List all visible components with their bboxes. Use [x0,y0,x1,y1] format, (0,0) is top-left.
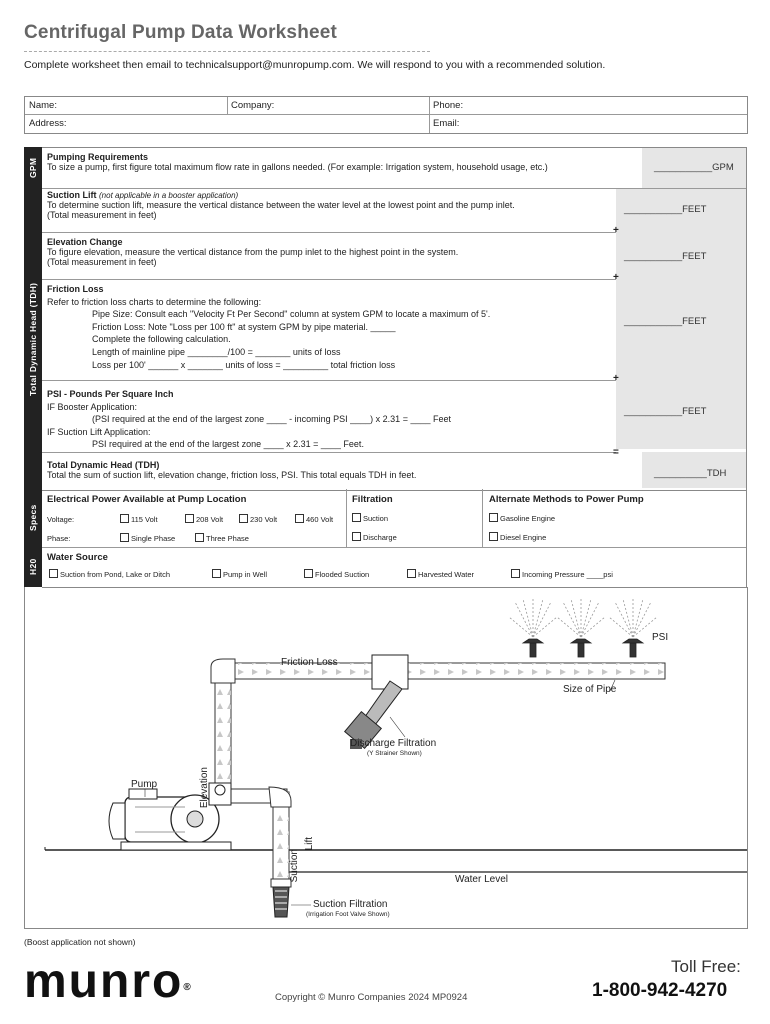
pumping-title: Pumping Requirements [47,152,149,162]
phase-label: Phase: [47,534,71,543]
tdh-total-bg [642,452,746,488]
tab-tdh: Total Dynamic Head (TDH) [24,189,42,489]
phone-field[interactable]: Phone: [433,100,464,111]
suction-label: Suction [289,849,300,883]
contact-box: Name: Company: Phone: Address: Email: [24,96,748,134]
suction-title: Suction Lift [47,190,97,200]
gpm-answer-bg [642,148,746,188]
company-field[interactable]: Company: [231,100,275,111]
elevation-title: Elevation Change [47,237,123,247]
suction-filtration-label: Suction Filtration [313,899,388,910]
checkbox-suction-filtration[interactable]: Suction [352,513,388,523]
equals-symbol: = [613,447,619,458]
tdh-answer[interactable]: __________TDH [654,468,727,479]
friction-line1: Refer to friction loss charts to determi… [47,296,262,307]
email-field[interactable]: Email: [433,118,460,129]
filtration-title: Filtration [352,494,393,505]
suction-note: (not applicable in a booster application… [99,191,239,200]
checkbox-pump-in-well[interactable]: Pump in Well [212,569,267,579]
elevation-line1: To figure elevation, measure the vertica… [47,247,459,257]
y-strainer-note: (Y Strainer Shown) [367,750,422,757]
checkbox-460-volt[interactable]: 460 Volt [295,514,333,524]
checkbox-pond-lake-ditch[interactable]: Suction from Pond, Lake or Ditch [49,569,170,579]
psi-answer[interactable]: ___________FEET [624,406,707,417]
tab-h2o: H20 [24,547,42,587]
water-source-title: Water Source [47,552,108,563]
title-divider [24,51,430,52]
foot-valve-note: (Irrigation Foot Valve Shown) [306,911,390,918]
checkbox-discharge-filtration[interactable]: Discharge [352,532,397,542]
tab-gpm: GPM [24,147,42,189]
psi-line1: IF Booster Application: [47,401,138,412]
suction-line2: (Total measurement in feet) [47,210,157,220]
elevation-label: Elevation [199,767,210,809]
checkbox-harvested-water[interactable]: Harvested Water [407,569,474,579]
gpm-answer[interactable]: ___________GPM [654,162,734,173]
suction-answer[interactable]: ___________FEET [624,204,707,215]
psi-label: PSI [652,632,669,643]
toll-free-label: Toll Free: [671,957,741,976]
checkbox-single-phase[interactable]: Single Phase [120,533,175,543]
boost-note: (Boost application not shown) [24,937,136,947]
intro-text: Complete worksheet then email to technic… [24,59,606,71]
pumping-text: To size a pump, first figure total maxim… [47,162,548,172]
requirements-box [42,147,747,491]
elevation-answer[interactable]: ___________FEET [624,251,707,262]
friction-line5: Length of mainline pipe ________/100 = _… [92,346,341,357]
psi-line3: IF Suction Lift Application: [47,426,151,437]
plus-symbol: + [613,225,619,236]
friction-answer[interactable]: ___________FEET [624,316,707,327]
checkbox-incoming-pressure[interactable]: Incoming Pressure ____psi [511,569,613,579]
checkbox-230-volt[interactable]: 230 Volt [239,514,277,524]
psi-line2: (PSI required at the end of the largest … [92,414,451,425]
plus-symbol: + [613,272,619,283]
friction-line4: Complete the following calculation. [92,334,231,345]
checkbox-208-volt[interactable]: 208 Volt [185,514,223,524]
electrical-title: Electrical Power Available at Pump Locat… [47,494,247,505]
discharge-filtration-label: Discharge Filtration [350,738,437,749]
toll-free-number[interactable]: 1-800-942-4270 [592,980,728,1001]
system-diagram: PSI Friction Loss Size of Pipe Elevation… [24,587,748,929]
address-field[interactable]: Address: [29,118,67,129]
tdh-title: Total Dynamic Head (TDH) [47,460,160,470]
lift-label: Lift [304,837,315,851]
plus-symbol: + [613,373,619,384]
checkbox-115-volt[interactable]: 115 Volt [120,514,158,524]
friction-title: Friction Loss [47,284,104,294]
name-field[interactable]: Name: [29,100,57,111]
copyright: Copyright © Munro Companies 2024 MP0924 [275,992,468,1003]
friction-loss-label: Friction Loss [281,657,338,668]
friction-line2: Pipe Size: Consult each "Velocity Ft Per… [92,309,491,320]
checkbox-three-phase[interactable]: Three Phase [195,533,249,543]
elevation-line2: (Total measurement in feet) [47,257,157,267]
checkbox-gasoline-engine[interactable]: Gasoline Engine [489,513,555,523]
tdh-text: Total the sum of suction lift, elevation… [47,470,417,480]
pump-label: Pump [131,779,158,790]
water-level-label: Water Level [455,874,508,885]
voltage-label: Voltage: [47,515,75,524]
psi-title: PSI - Pounds Per Square Inch [47,389,174,399]
suction-line1: To determine suction lift, measure the v… [47,200,515,210]
size-of-pipe-label: Size of Pipe [563,684,617,695]
page-title: Centrifugal Pump Data Worksheet [24,22,338,43]
alternate-power-title: Alternate Methods to Power Pump [489,494,644,505]
friction-line6: Loss per 100' ______ x _______ units of … [92,359,396,370]
tdh-answer-column [616,189,746,449]
munro-logo: munro® [24,955,193,1008]
psi-line4: PSI required at the end of the largest z… [92,439,364,450]
tab-specs: Specs [24,489,42,547]
friction-line3: Friction Loss: Note "Loss per 100 ft" at… [92,321,396,332]
specs-box: Electrical Power Available at Pump Locat… [42,489,747,588]
checkbox-flooded-suction[interactable]: Flooded Suction [304,569,369,579]
checkbox-diesel-engine[interactable]: Diesel Engine [489,532,546,542]
